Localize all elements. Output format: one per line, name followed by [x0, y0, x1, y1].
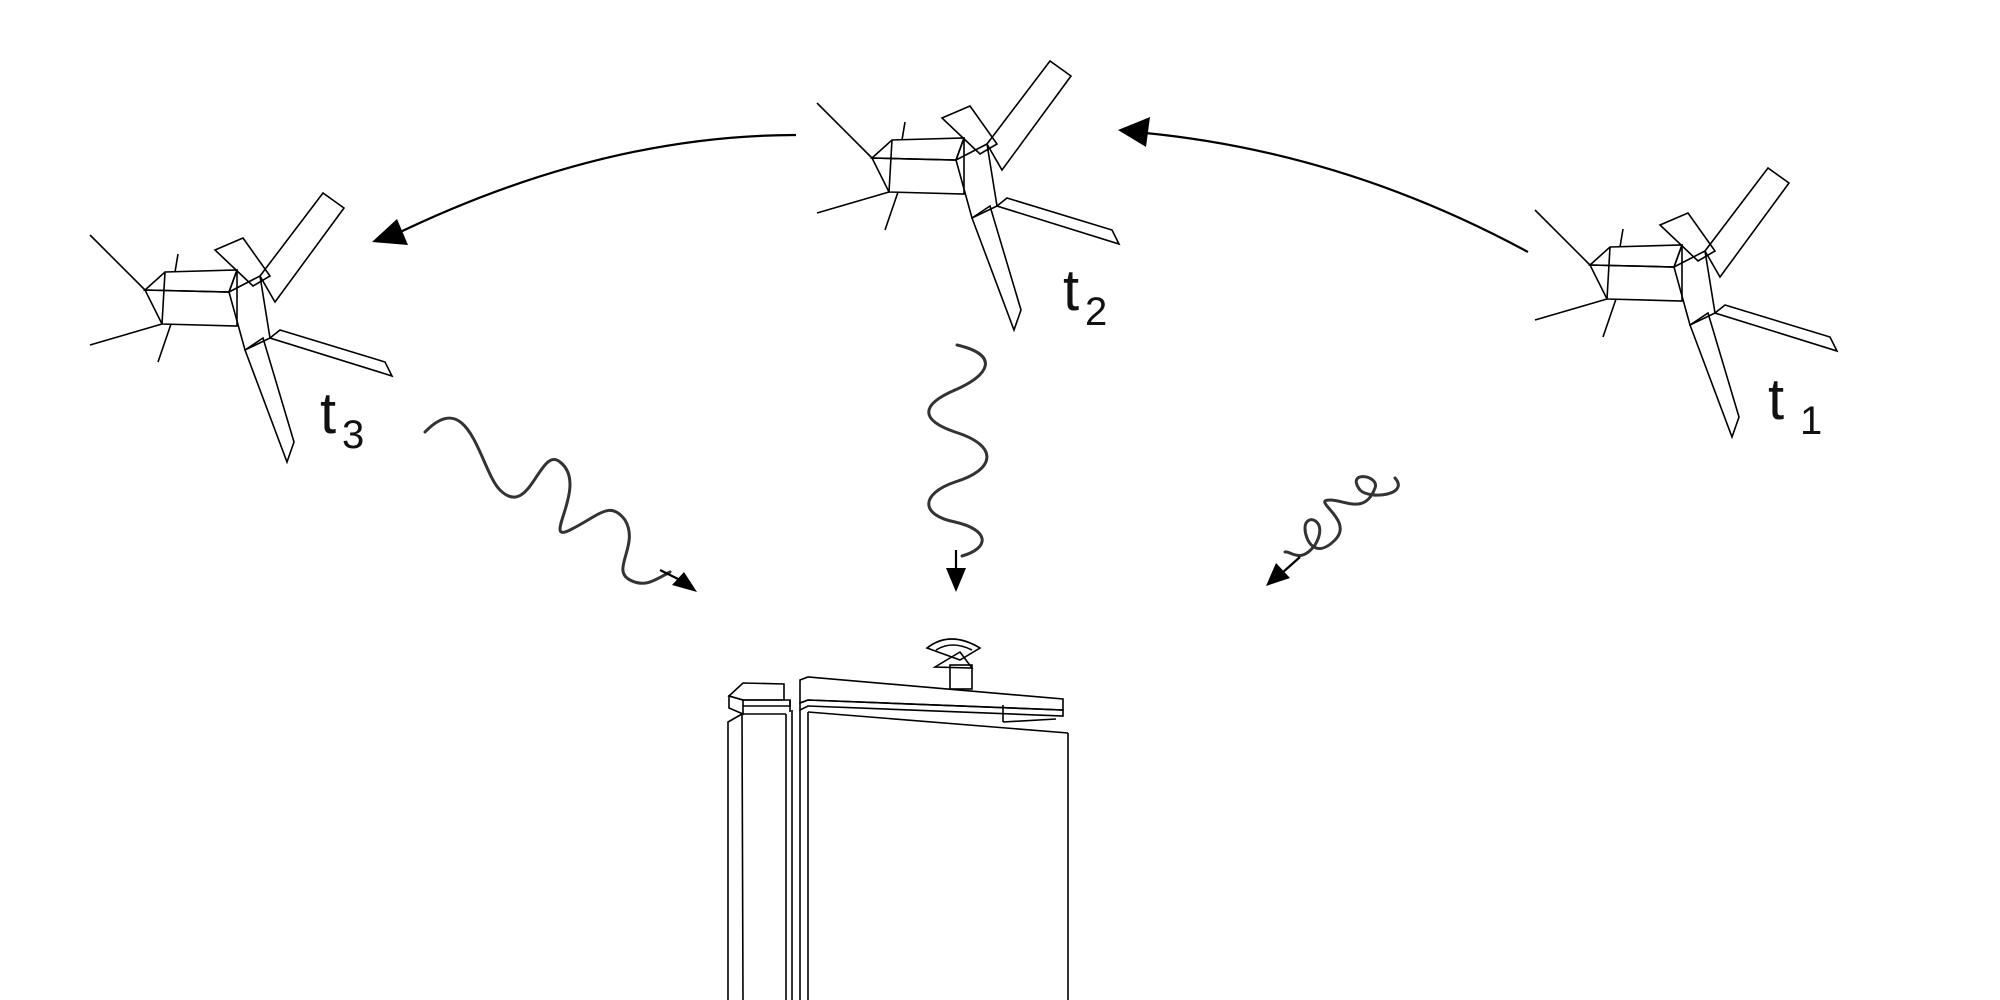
signal-wave-t2	[927, 343, 989, 592]
label-t3: t 3	[320, 381, 364, 457]
label-t2-sub: 2	[1085, 290, 1107, 334]
signal-wave-t3	[423, 416, 697, 592]
label-t2: t 2	[1063, 258, 1107, 334]
label-t3-main: t	[320, 381, 336, 446]
label-t3-sub: 3	[342, 413, 364, 457]
signal-wave-t1	[1266, 475, 1400, 586]
orbit-arrow-t2-to-t3	[372, 133, 797, 245]
satellite-t1-icon	[1534, 167, 1838, 438]
orbit-arrow-t1-to-t2	[1118, 117, 1529, 253]
label-t1-main: t	[1768, 367, 1784, 432]
label-t2-main: t	[1063, 258, 1079, 323]
receiver-cabinet	[727, 638, 1069, 1000]
label-t1-sub: 1	[1800, 399, 1822, 443]
label-t1: t 1	[1768, 367, 1822, 443]
